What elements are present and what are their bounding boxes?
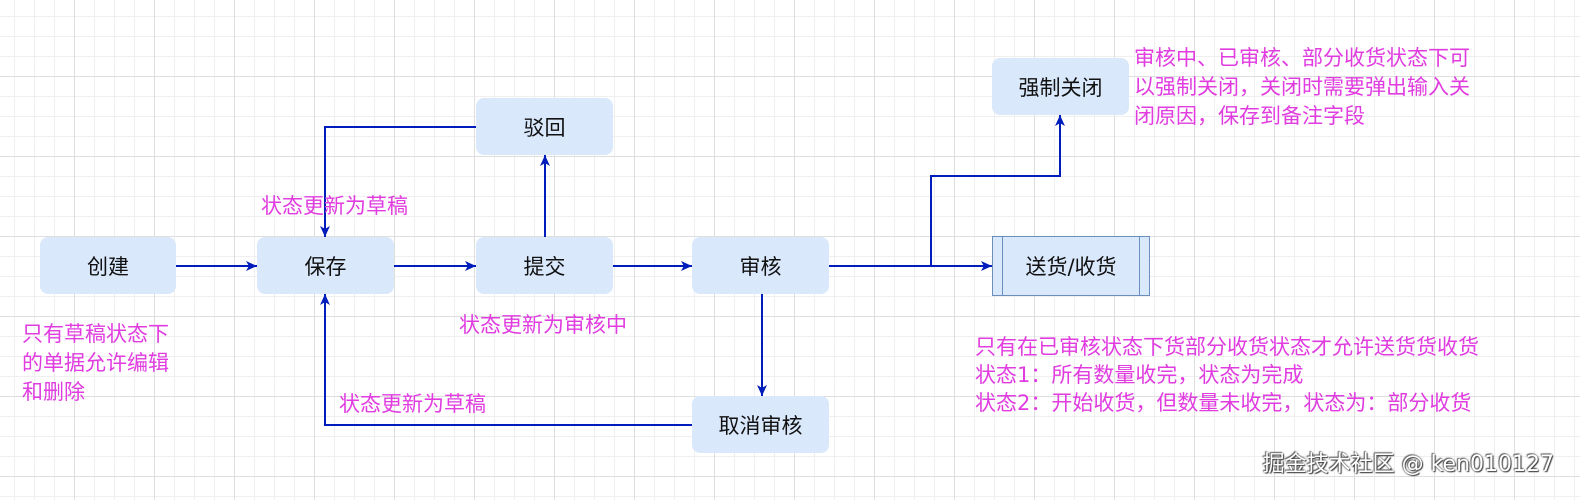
note-force-close-line: 以强制关闭，关闭时需要弹出输入关: [1134, 75, 1470, 99]
arrow-reject-to-save: [320, 126, 476, 237]
note-create: 只有草稿状态下 的单据允许编辑 和删除: [22, 320, 169, 407]
node-submit: 提交: [476, 237, 613, 294]
note-delivery-line: 状态1：所有数量收完，状态为完成: [975, 363, 1304, 387]
note-create-line: 的单据允许编辑: [22, 351, 169, 375]
note-force-close-line: 审核中、已审核、部分收货状态下可: [1134, 46, 1470, 70]
node-submit-label: 提交: [523, 254, 566, 279]
node-delivery-label: 送货/收货: [1025, 255, 1117, 279]
node-force-close: 强制关闭: [992, 58, 1129, 115]
note-create-line: 只有草稿状态下: [22, 322, 169, 346]
node-create: 创建: [40, 237, 176, 294]
edge-label-submit-to-review: 状态更新为审核中: [459, 313, 627, 337]
node-force-close-label: 强制关闭: [1018, 75, 1103, 100]
arrow-cancel-review-to-save: [320, 294, 692, 426]
node-cancel-review-label: 取消审核: [718, 413, 803, 438]
node-delivery: 送货/收货: [992, 236, 1150, 296]
note-delivery-line: 状态2：开始收货，但数量未收完，状态为：部分收货: [975, 391, 1472, 415]
node-cancel-review: 取消审核: [692, 396, 829, 453]
node-review: 审核: [692, 237, 829, 294]
node-review-label: 审核: [739, 254, 782, 279]
note-create-line: 和删除: [22, 380, 85, 404]
node-create-label: 创建: [87, 254, 129, 279]
note-force-close: 审核中、已审核、部分收货状态下可 以强制关闭，关闭时需要弹出输入关 闭原因，保存…: [1134, 44, 1470, 131]
edge-label-cancel-to-save: 状态更新为草稿: [339, 392, 486, 416]
edge-label-reject-to-save: 状态更新为草稿: [261, 194, 408, 218]
node-reject-label: 驳回: [523, 115, 566, 140]
note-delivery: 只有在已审核状态下货部分收货状态才允许送货货收货 状态1：所有数量收完，状态为完…: [975, 333, 1479, 417]
note-force-close-line: 闭原因，保存到备注字段: [1134, 104, 1365, 128]
node-reject: 驳回: [476, 98, 613, 155]
watermark: 掘金技术社区 @ ken010127: [1262, 452, 1554, 477]
arrow-review-to-force-close: [930, 115, 1065, 266]
note-delivery-line: 只有在已审核状态下货部分收货状态才允许送货货收货: [975, 335, 1479, 359]
node-save: 保存: [257, 237, 394, 294]
node-save-label: 保存: [304, 254, 347, 279]
